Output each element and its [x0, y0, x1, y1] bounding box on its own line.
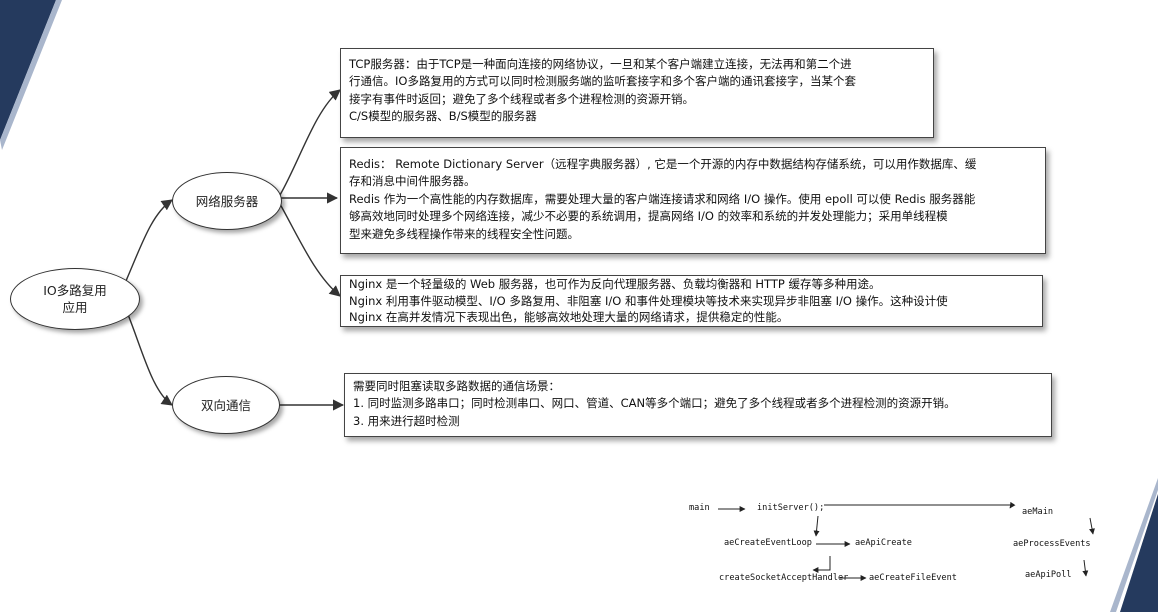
branch-node-duplex: 双向通信	[172, 376, 280, 434]
nginx-line: Nginx 是一个轻量级的 Web 服务器，也可作为反向代理服务器、负载均衡器和…	[349, 277, 881, 291]
flow-init-aemain	[824, 501, 1016, 509]
redis-line: 型来避免多线程操作带来的线程安全性问题。	[349, 226, 579, 241]
corner-stripe-left-light	[0, 0, 62, 150]
flow-aecreatefileevent: aeCreateFileEvent	[869, 573, 957, 583]
tcp-server-box: TCP服务器：由于TCP是一种面向连接的网络协议，一旦和某个客户端建立连接，无法…	[340, 48, 934, 138]
duplex-line: 需要同时阻塞读取多路数据的通信场景：	[353, 379, 560, 393]
edge-server-to-nginx	[279, 203, 341, 297]
edge-root-to-server	[121, 199, 173, 291]
flow-aeapipoll: aeApiPoll	[1025, 570, 1072, 580]
flow-process-poll	[1082, 559, 1089, 577]
tcp-line: C/S模型的服务器、B/S模型的服务器	[349, 109, 537, 124]
duplex-box: 需要同时阻塞读取多路数据的通信场景： 1. 同时监测多路串口；同时检测串口、网口…	[344, 373, 1052, 437]
nginx-box: Nginx 是一个轻量级的 Web 服务器，也可作为反向代理服务器、负载均衡器和…	[340, 275, 1043, 327]
flow-aemain: aeMain	[1022, 507, 1054, 517]
redis-line: 够高效地同时处理多个网络连接，减少不必要的系统调用，提高网络 I/O 的效率和系…	[349, 209, 948, 224]
branch-node-network-server-label: 网络服务器	[195, 193, 259, 209]
flow-initserver: initServer();	[757, 503, 825, 513]
duplex-line: 3. 用来进行超时检测	[353, 413, 460, 428]
root-node: IO多路复用 应用	[10, 268, 140, 330]
redis-line: Redis： Remote Dictionary Server（远程字典服务器）…	[349, 157, 977, 171]
tcp-line: 行通信。IO多路复用的方式可以同时检测服务端的监听套接字和多个客户端的通讯套接字…	[349, 74, 856, 89]
flow-createsocketaccepthandler: createSocketAcceptHandler	[719, 573, 849, 583]
corner-stripe-right	[1120, 494, 1158, 612]
flow-main: main	[689, 503, 710, 513]
flow-eventloop-socket	[812, 556, 831, 573]
redis-box: Redis： Remote Dictionary Server（远程字典服务器）…	[340, 147, 1046, 254]
redis-line: Redis 作为一个高性能的内存数据库，需要处理大量的客户端连接请求和网络 I/…	[349, 191, 976, 206]
tcp-line: TCP服务器：由于TCP是一种面向连接的网络协议，一旦和某个客户端建立连接，无法…	[349, 57, 852, 71]
duplex-line: 1. 同时监测多路串口；同时检测串口、网口、管道、CAN等多个端口；避免了多个线…	[353, 396, 956, 411]
nginx-line: Nginx 在高并发情况下表现出色，能够高效地处理大量的网络请求，提供稳定的性能…	[349, 310, 789, 324]
nginx-line: Nginx 利用事件驱动模型、I/O 多路复用、非阻塞 I/O 和事件处理模块等…	[349, 293, 948, 308]
redis-line: 存和消息中间件服务器。	[349, 174, 476, 189]
flow-aeapicreate: aeApiCreate	[855, 538, 912, 548]
flow-aeprocessevents: aeProcessEvents	[1013, 539, 1091, 549]
root-node-label: IO多路复用 应用	[43, 283, 107, 315]
flow-aemain-process	[1089, 517, 1095, 535]
tcp-line: 接字有事件时返回；避免了多个线程或者多个进程检测的资源开销。	[349, 91, 694, 106]
flow-init-eventloop	[813, 515, 820, 537]
branch-node-network-server: 网络服务器	[172, 172, 282, 230]
flow-aecreateeventloop: aeCreateEventLoop	[724, 538, 812, 548]
branch-node-duplex-label: 双向通信	[200, 397, 251, 413]
corner-stripe-right-light	[1110, 478, 1158, 612]
edge-server-to-tcp	[279, 89, 341, 196]
